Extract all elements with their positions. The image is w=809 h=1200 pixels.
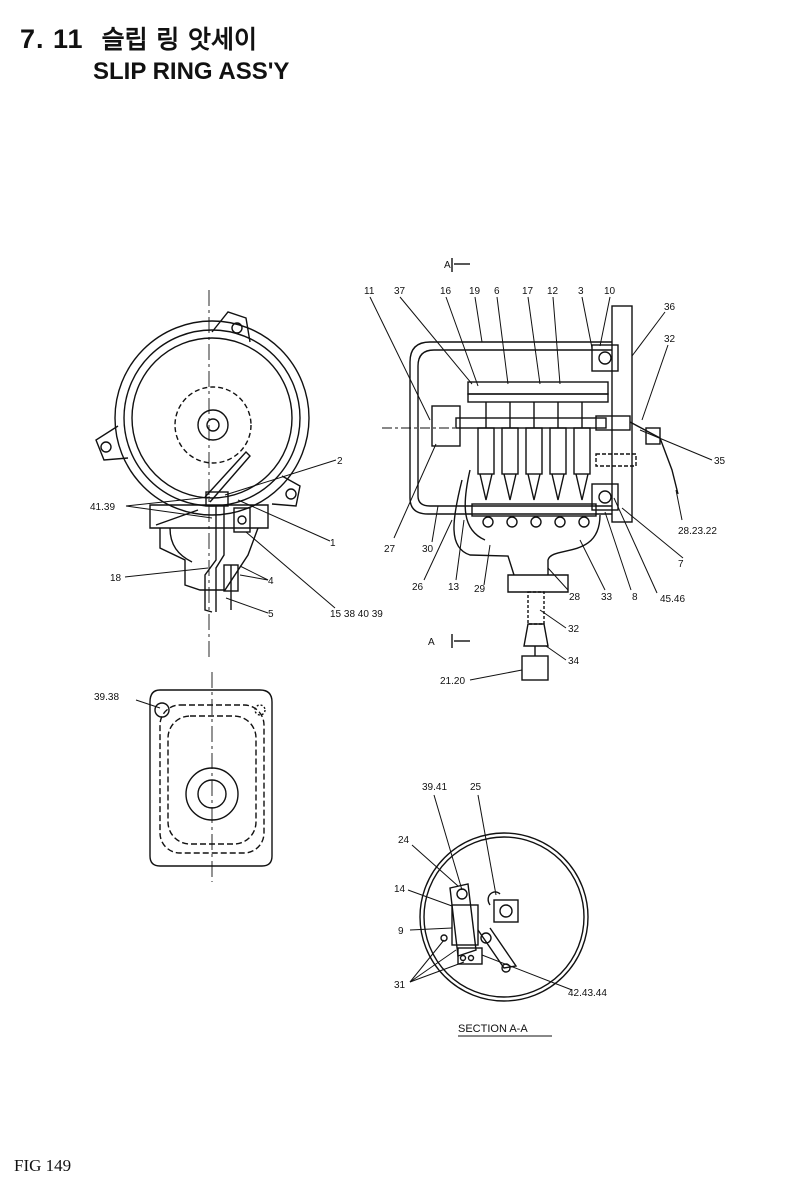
section-aa-leaders bbox=[407, 794, 573, 1037]
callout-16: 16 bbox=[440, 286, 452, 297]
bottom-left-view-labels: 39.38 bbox=[94, 692, 119, 703]
section-aa-labels: 39.41 25 24 14 9 31 42.43.44 SECTION A-A bbox=[394, 782, 607, 1035]
callout-9: 9 bbox=[398, 926, 404, 937]
callout-7: 7 bbox=[678, 559, 684, 570]
callout-2: 2 bbox=[337, 456, 343, 467]
callout-5: 5 bbox=[268, 609, 274, 620]
callout-15-38-40-39: 15 38 40 39 bbox=[330, 609, 383, 620]
callout-35: 35 bbox=[714, 456, 726, 467]
callout-27: 27 bbox=[384, 544, 396, 555]
callout-3: 3 bbox=[578, 286, 584, 297]
callout-28: 28 bbox=[569, 592, 581, 603]
callout-1: 1 bbox=[330, 538, 336, 549]
left-view-leaders bbox=[124, 459, 337, 614]
section-mark-top: A bbox=[444, 260, 451, 271]
left-view-labels: 2 41.39 1 4 18 5 15 38 40 39 bbox=[90, 456, 383, 620]
bottom-left-view-plate bbox=[135, 672, 273, 882]
left-view-housing bbox=[95, 290, 310, 660]
callout-19: 19 bbox=[469, 286, 481, 297]
callout-24: 24 bbox=[398, 835, 410, 846]
section-aa-view bbox=[419, 832, 589, 1002]
section-number: 7. 11 bbox=[20, 24, 84, 54]
callout-10: 10 bbox=[604, 286, 616, 297]
callout-32-upper: 32 bbox=[664, 334, 676, 345]
right-view-labels: 11 37 16 19 6 17 12 3 10 36 32 35 28.23.… bbox=[364, 286, 726, 687]
callout-37: 37 bbox=[394, 286, 406, 297]
callout-42-43-44: 42.43.44 bbox=[568, 988, 607, 999]
page-header: 7. 11 슬립 링 앗세이 SLIP RING ASS'Y bbox=[20, 20, 289, 85]
callout-4: 4 bbox=[268, 576, 274, 587]
figure-number: FIG 149 bbox=[14, 1156, 72, 1175]
callout-6: 6 bbox=[494, 286, 500, 297]
callout-25: 25 bbox=[470, 782, 482, 793]
callout-39-41: 39.41 bbox=[422, 782, 447, 793]
callout-11: 11 bbox=[364, 286, 375, 297]
callout-8: 8 bbox=[632, 592, 638, 603]
section-marks: A A bbox=[428, 260, 451, 648]
callout-29: 29 bbox=[474, 584, 486, 595]
callout-18: 18 bbox=[110, 573, 122, 584]
callout-39-38: 39.38 bbox=[94, 692, 119, 703]
callout-28-23-22: 28.23.22 bbox=[678, 526, 717, 537]
section-title-english: SLIP RING ASS'Y bbox=[93, 58, 290, 85]
section-title-korean: 슬립 링 앗세이 bbox=[101, 25, 257, 54]
callout-33: 33 bbox=[601, 592, 613, 603]
callout-32-lower: 32 bbox=[568, 624, 580, 635]
callout-30: 30 bbox=[422, 544, 434, 555]
callout-41-39: 41.39 bbox=[90, 502, 115, 513]
callout-14: 14 bbox=[394, 884, 406, 895]
callout-17: 17 bbox=[522, 286, 534, 297]
callout-36: 36 bbox=[664, 302, 676, 313]
callout-13: 13 bbox=[448, 582, 460, 593]
callout-12: 12 bbox=[547, 286, 559, 297]
callout-31: 31 bbox=[394, 980, 406, 991]
callout-45-46: 45.46 bbox=[660, 594, 685, 605]
right-view-assembly bbox=[382, 258, 679, 681]
section-mark-bottom: A bbox=[428, 637, 435, 648]
callout-26: 26 bbox=[412, 582, 424, 593]
right-view-leaders bbox=[369, 296, 713, 681]
callout-21-20: 21.20 bbox=[440, 676, 465, 687]
section-caption: SECTION A-A bbox=[458, 1023, 528, 1035]
callout-34: 34 bbox=[568, 656, 580, 667]
